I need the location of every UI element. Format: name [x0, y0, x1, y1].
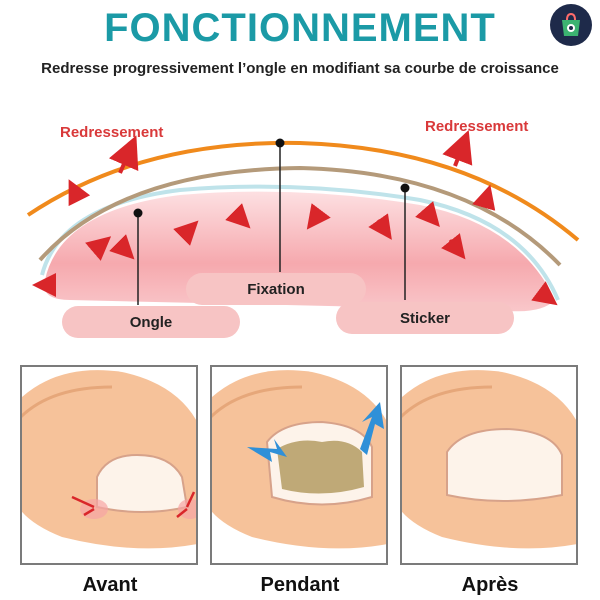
panel-pendant: [210, 365, 388, 565]
panel-apres: [400, 365, 578, 565]
left-lift-arrow: [247, 439, 287, 462]
sticker-patch: [277, 440, 364, 494]
orange-curve: [26, 140, 580, 242]
panel-avant: [20, 365, 198, 565]
caption-pendant: Pendant: [260, 574, 340, 596]
sticker-label: Sticker: [336, 302, 514, 334]
right-lift-arrow: [360, 402, 384, 455]
page-subtitle: Redresse progressivement l’ongle en modi…: [41, 60, 559, 77]
ongle-label: Ongle: [62, 306, 240, 338]
shopping-bag-logo-icon: [550, 4, 592, 46]
page-title: FONCTIONNEMENT: [104, 6, 496, 50]
right-straighten-arrow: [442, 130, 473, 167]
caption-avant: Avant: [82, 574, 138, 596]
fixation-label: Fixation: [186, 273, 366, 305]
left-straighten-arrow: [108, 135, 139, 174]
nail-diagram: [26, 130, 580, 312]
healthy-nail: [446, 427, 563, 502]
ingrown-nail: [96, 453, 189, 513]
left-straighten-label: Redressement: [60, 124, 164, 141]
caption-apres: Après: [461, 574, 519, 596]
right-straighten-label: Redressement: [425, 118, 529, 135]
tan-curve: [38, 165, 562, 267]
